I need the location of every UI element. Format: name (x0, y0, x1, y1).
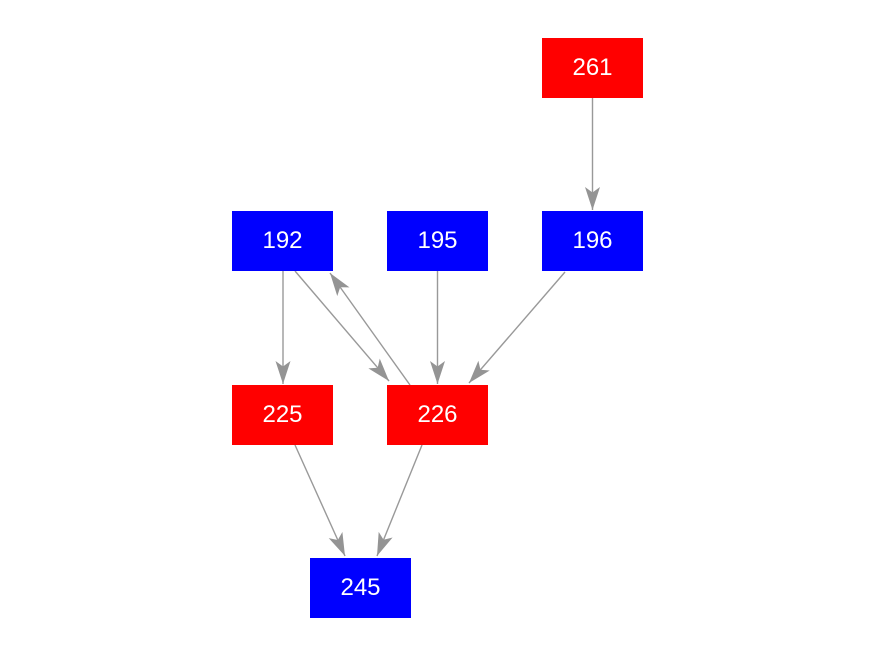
edge-225-to-245 (294, 444, 346, 557)
node-label: 225 (262, 401, 303, 428)
node-261: 261 (542, 38, 643, 98)
node-192: 192 (232, 211, 333, 271)
node-label: 192 (262, 227, 303, 254)
node-label: 195 (417, 227, 458, 254)
edge-226-to-245 (376, 444, 423, 557)
node-225: 225 (232, 385, 333, 445)
node-label: 226 (417, 401, 458, 428)
edge-192-to-226 (294, 270, 390, 382)
node-195: 195 (387, 211, 488, 271)
node-226: 226 (387, 385, 488, 445)
node-label: 245 (340, 574, 381, 601)
edge-226-to-192 (329, 272, 411, 386)
edge-196-to-226 (468, 271, 566, 384)
node-196: 196 (542, 211, 643, 271)
node-label: 261 (572, 54, 613, 81)
node-label: 196 (572, 227, 613, 254)
node-245: 245 (310, 558, 411, 618)
